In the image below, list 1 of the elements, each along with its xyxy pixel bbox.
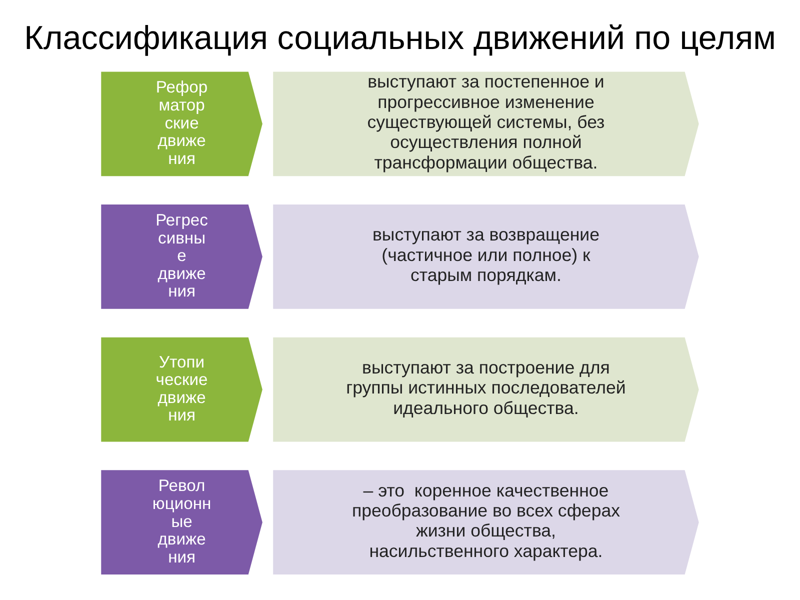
diagram-title: Классификация социальных движений по целям [24, 20, 776, 58]
